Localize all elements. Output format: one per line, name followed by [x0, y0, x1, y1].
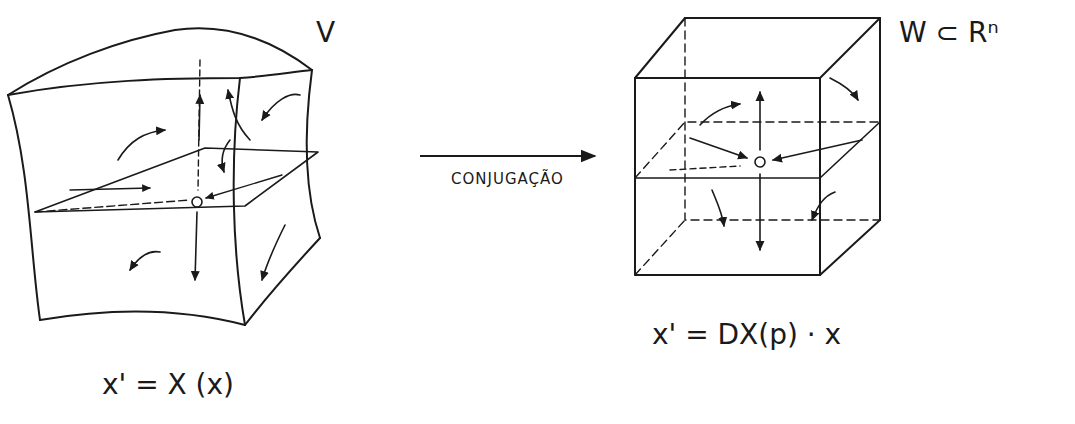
region-label: W ⊂ Rⁿ — [897, 16, 1001, 49]
flow-arrow — [759, 174, 761, 250]
axis-line — [35, 200, 190, 212]
region-outline — [307, 70, 320, 238]
trajectory-arrow — [700, 104, 740, 125]
plane-edge — [635, 122, 880, 178]
trajectory-arrow — [228, 90, 250, 140]
region-outline — [8, 70, 312, 95]
trajectory-arrow — [262, 225, 285, 280]
conjugation-arrow — [420, 155, 595, 157]
equilibrium-point — [192, 197, 202, 207]
plane-edge — [35, 148, 318, 212]
trajectory-arrow — [118, 130, 165, 160]
axis-line — [206, 175, 282, 198]
cube-edge — [635, 78, 820, 275]
equilibrium-point — [755, 157, 765, 167]
trajectory-arrow — [130, 252, 160, 270]
region-outline — [8, 95, 40, 320]
axis-line — [70, 188, 150, 190]
flow-arrow — [195, 212, 197, 280]
edge-label: CONJUGAÇÃO — [449, 170, 566, 188]
trajectory-arrow — [222, 140, 230, 172]
equation-label: x' = X (x) — [100, 368, 236, 401]
linear-region: W ⊂ Rⁿ — [595, 0, 1065, 300]
phase-region: V — [0, 0, 420, 340]
plane-edge — [635, 122, 880, 178]
flow-arrow — [670, 166, 740, 170]
flow-arrow — [690, 138, 747, 158]
trajectory-arrow — [830, 78, 858, 100]
flow-arrow — [773, 140, 862, 160]
cube-edge — [635, 18, 880, 275]
flow-arrow — [199, 95, 200, 140]
trajectory-arrow — [712, 190, 724, 226]
cube-edge — [635, 220, 685, 275]
trajectory-arrow — [812, 192, 835, 220]
region-label: V — [314, 16, 337, 49]
axis-line — [198, 60, 200, 190]
region-outline — [245, 238, 320, 325]
equation-label: x' = DX(p) · x — [650, 318, 843, 351]
flow-arrow — [759, 92, 761, 150]
trajectory-arrow — [262, 94, 300, 120]
region-outline — [40, 312, 245, 325]
region-outline — [8, 28, 312, 95]
